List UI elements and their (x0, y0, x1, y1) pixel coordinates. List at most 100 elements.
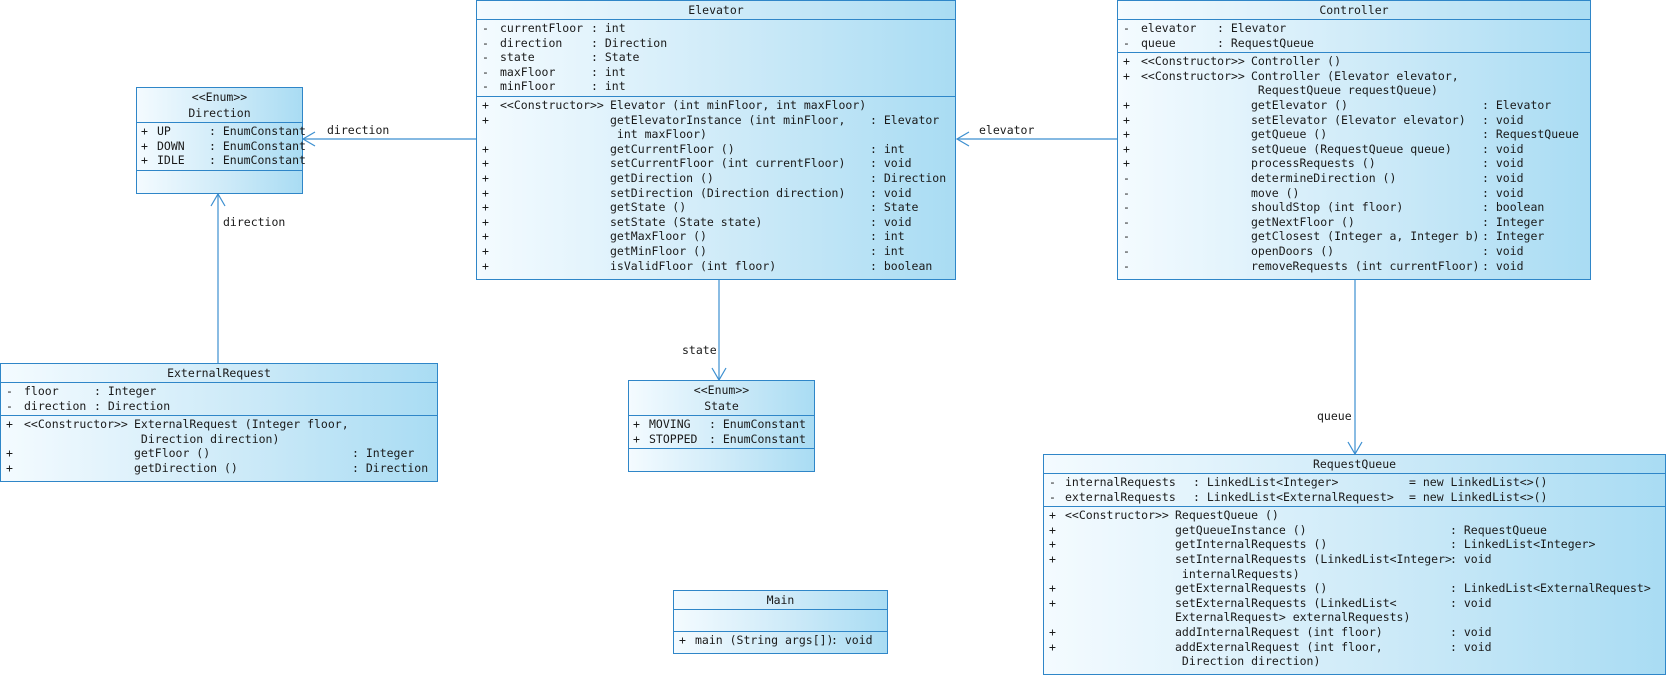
operation-row: +isValidFloor (int floor): boolean (482, 258, 933, 273)
main-attributes (674, 610, 887, 632)
operation-row: +addExternalRequest (int floor,: void (1049, 639, 1492, 654)
controller-attributes: -elevator: Elevator -queue: RequestQueue (1118, 20, 1590, 54)
state-enum-header: <<Enum>> State (629, 381, 814, 416)
operation-row: +getQueue (): RequestQueue (1123, 127, 1579, 142)
main-operations: +main (String args[]): void (674, 632, 887, 650)
assoc-label-elevator-direction: direction (327, 123, 390, 137)
elevator-attributes: -currentFloor: int -direction: Direction… (477, 20, 955, 97)
main-class-name: Main (766, 593, 795, 607)
operation-row: -getNextFloor (): Integer (1123, 214, 1545, 229)
attribute-row: -minFloor: int (482, 79, 626, 94)
operation-row: +getMinFloor (): int (482, 243, 905, 258)
external-request-class-name: ExternalRequest (167, 366, 271, 380)
main-class-header: Main (674, 591, 887, 610)
controller-class-box[interactable]: Controller -elevator: Elevator -queue: R… (1117, 0, 1591, 280)
attribute-row: -externalRequests: LinkedList<ExternalRe… (1049, 489, 1548, 504)
operation-row: +setDirection (Direction direction): voi… (482, 185, 912, 200)
controller-operations: +<<Constructor>>Controller () +<<Constru… (1118, 53, 1590, 275)
operation-row: -getClosest (Integer a, Integer b): Inte… (1123, 229, 1545, 244)
assoc-label-controller-queue: queue (1317, 409, 1352, 423)
direction-class-name: Direction (188, 106, 251, 120)
operation-row: -shouldStop (int floor): boolean (1123, 200, 1545, 215)
operation-row: -determineDirection (): void (1123, 170, 1524, 185)
direction-attributes: +UP: EnumConstant +DOWN: EnumConstant +I… (137, 123, 306, 171)
operation-row: -move (): void (1123, 185, 1524, 200)
attribute-row: -floor: Integer (6, 384, 157, 398)
operation-row: RequestQueue requestQueue) (1251, 83, 1438, 98)
operation-row: -openDoors (): void (1123, 243, 1524, 258)
operation-row: +setInternalRequests (LinkedList<Integer… (1049, 551, 1492, 566)
operation-row: +addInternalRequest (int floor): void (1049, 624, 1492, 639)
assoc-controller-elevator-arrowhead (955, 131, 970, 147)
external-request-attributes: -floor: Integer -direction: Direction (1, 383, 437, 417)
operation-row: +getDirection (): Direction (6, 460, 429, 475)
state-class-name: State (704, 399, 739, 413)
attribute-row: -maxFloor: int (482, 64, 626, 79)
elevator-class-header: Elevator (477, 1, 955, 20)
operation-row: +main (String args[]): void (679, 633, 873, 647)
direction-enum-box[interactable]: <<Enum>> Direction +UP: EnumConstant +DO… (136, 87, 306, 194)
attribute-row: -queue: RequestQueue (1123, 35, 1314, 50)
operation-row: internalRequests) (1175, 566, 1300, 581)
state-attributes: +MOVING: EnumConstant +STOPPED: EnumCons… (629, 416, 814, 450)
elevator-class-box[interactable]: Elevator -currentFloor: int -direction: … (476, 0, 956, 280)
external-request-operations: +<<Constructor>>ExternalRequest (Integer… (1, 416, 437, 477)
assoc-label-controller-elevator: elevator (979, 123, 1035, 137)
operation-row: +getState (): State (482, 200, 919, 215)
operation-row: +getMaxFloor (): int (482, 229, 905, 244)
controller-class-name: Controller (1319, 3, 1389, 17)
operation-row: +getExternalRequests (): LinkedList<Exte… (1049, 581, 1651, 596)
operation-row: +processRequests (): void (1123, 156, 1524, 171)
operation-row: +setElevator (Elevator elevator): void (1123, 112, 1524, 127)
operation-row: +setState (State state): void (482, 214, 912, 229)
operation-row: +getElevator (): Elevator (1123, 97, 1552, 112)
assoc-label-request-direction: direction (223, 215, 286, 229)
external-request-class-box[interactable]: ExternalRequest -floor: Integer -directi… (0, 363, 438, 482)
request-queue-class-box[interactable]: RequestQueue -internalRequests: LinkedLi… (1043, 454, 1666, 675)
attribute-row: +UP: EnumConstant (141, 124, 306, 138)
operation-row: +getElevatorInstance (int minFloor,: Ele… (482, 112, 940, 127)
assoc-request-direction-arrowhead (210, 192, 226, 207)
operation-row: Direction direction) (134, 431, 280, 446)
attribute-row: -direction: Direction (6, 398, 171, 413)
operation-row: Direction direction) (1175, 654, 1321, 669)
request-queue-class-header: RequestQueue (1044, 455, 1665, 474)
state-stereotype: <<Enum>> (693, 383, 750, 397)
operation-row: +<<Constructor>>RequestQueue () (1049, 508, 1279, 523)
operation-row: ExternalRequest> externalRequests) (1175, 610, 1411, 625)
elevator-class-name: Elevator (688, 3, 744, 17)
direction-operations (137, 171, 302, 192)
operation-row: +<<Constructor>>Elevator (int minFloor, … (482, 97, 867, 112)
attribute-row: +MOVING: EnumConstant (633, 417, 806, 431)
operation-row: +getQueueInstance (): RequestQueue (1049, 522, 1547, 537)
operation-row: +<<Constructor>>ExternalRequest (Integer… (6, 417, 349, 432)
operation-row: +getInternalRequests (): LinkedList<Inte… (1049, 537, 1596, 552)
attribute-row: +IDLE: EnumConstant (141, 153, 306, 168)
assoc-label-elevator-state: state (682, 343, 717, 357)
request-queue-attributes: -internalRequests: LinkedList<Integer>= … (1044, 474, 1665, 508)
operation-row: +<<Constructor>>Controller (Elevator ele… (1123, 68, 1459, 83)
operation-row: +setQueue (RequestQueue queue): void (1123, 141, 1524, 156)
attribute-row: -internalRequests: LinkedList<Integer>= … (1049, 475, 1548, 489)
direction-enum-header: <<Enum>> Direction (137, 88, 302, 123)
operation-row: +getFloor (): Integer (6, 446, 415, 461)
operation-row: +getDirection (): Direction (482, 170, 947, 185)
main-class-box[interactable]: Main +main (String args[]): void (673, 590, 888, 654)
attribute-row: -state: State (482, 50, 640, 65)
operation-row: int maxFloor) (610, 127, 707, 142)
attribute-row: -currentFloor: int (482, 21, 626, 35)
direction-stereotype: <<Enum>> (191, 90, 248, 104)
state-enum-box[interactable]: <<Enum>> State +MOVING: EnumConstant +ST… (628, 380, 815, 472)
attribute-row: -elevator: Elevator (1123, 21, 1287, 35)
attribute-row: -direction: Direction (482, 35, 668, 50)
operation-row: -removeRequests (int currentFloor): void (1123, 258, 1524, 273)
operation-row: +setCurrentFloor (int currentFloor): voi… (482, 156, 912, 171)
elevator-operations: +<<Constructor>>Elevator (int minFloor, … (477, 97, 955, 275)
request-queue-class-name: RequestQueue (1312, 457, 1397, 471)
operation-row: +<<Constructor>>Controller () (1123, 54, 1342, 69)
attribute-row: +DOWN: EnumConstant (141, 138, 306, 153)
operation-row: +setExternalRequests (LinkedList<: void (1049, 595, 1492, 610)
operation-row: +getCurrentFloor (): int (482, 141, 905, 156)
request-queue-operations: +<<Constructor>>RequestQueue () +getQueu… (1044, 507, 1665, 671)
